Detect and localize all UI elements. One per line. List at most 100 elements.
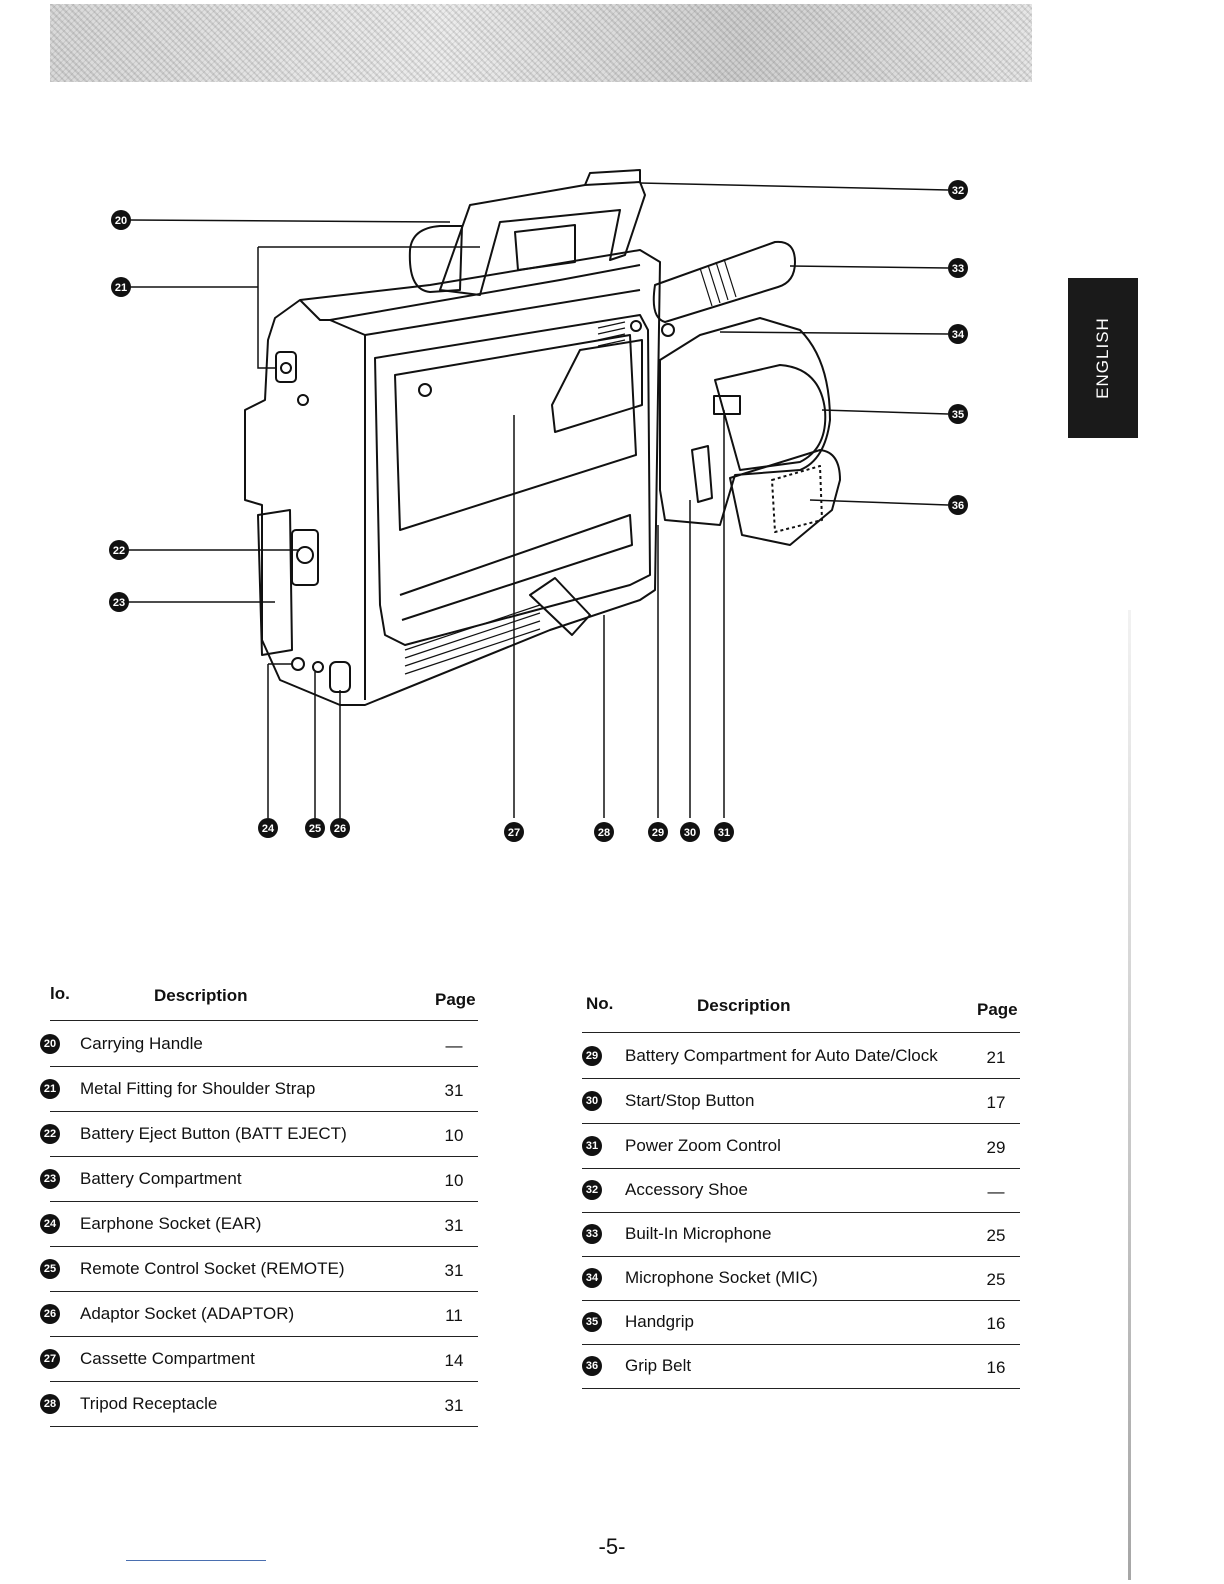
power-zoom-control [713,395,741,415]
row-page: 10 [444,1126,464,1145]
row-page: 16 [986,1358,1006,1377]
svg-text:27: 27 [508,827,520,839]
row-page: — [987,1182,1005,1201]
cassette-compartment [374,314,651,646]
built-in-microphone [652,240,796,323]
row-description: Built-In Microphone [625,1224,772,1243]
callout-26: 26 [330,818,350,838]
table-row: 24 Earphone Socket (EAR) 31 [40,1202,478,1247]
row-description: Start/Stop Button [625,1091,755,1110]
header-rule [582,1032,1020,1033]
callout-34: 34 [948,324,968,344]
row-number-badge: 31 [582,1136,602,1156]
svg-text:20: 20 [115,215,127,227]
row-description: Battery Compartment for Auto Date/Clock [625,1046,938,1065]
row-page: 31 [444,1081,464,1100]
column-header-no: No. [586,994,614,1013]
row-page: 31 [444,1216,464,1235]
svg-text:21: 21 [115,282,127,294]
table-row: 31 Power Zoom Control 29 [582,1124,1020,1169]
remote-socket [312,661,324,673]
callout-28: 28 [594,822,614,842]
table-row: 33 Built-In Microphone 25 [582,1212,1020,1257]
callout-markers: 20 21 22 23 24 25 26 27 28 29 30 31 32 3… [109,180,968,842]
row-page: 17 [986,1093,1006,1112]
table-row: 34 Microphone Socket (MIC) 25 [582,1256,1020,1301]
row-number-badge: 32 [582,1180,602,1200]
row-page: 11 [445,1306,463,1325]
footer-rule [126,1560,266,1561]
row-number-badge: 26 [40,1304,60,1324]
row-description: Remote Control Socket (REMOTE) [80,1259,345,1278]
table-row: 21 Metal Fitting for Shoulder Strap 31 [40,1067,478,1112]
start-stop-button [691,445,713,503]
row-description: Cassette Compartment [80,1349,255,1368]
table-row: 26 Adaptor Socket (ADAPTOR) 11 [40,1292,478,1337]
row-page: 14 [444,1351,464,1370]
callout-20: 20 [111,210,131,230]
callout-24: 24 [258,818,278,838]
battery-eject-button [291,529,319,586]
callout-33: 33 [948,258,968,278]
row-number-badge: 33 [582,1224,602,1244]
svg-text:31: 31 [718,827,730,839]
svg-text:30: 30 [684,827,696,839]
page-number: -5- [598,1534,626,1559]
parts-table-left: lo. Description Page 20 Carrying Handle … [40,980,478,1430]
row-number-badge: 27 [40,1349,60,1369]
lens-housing [659,317,831,526]
tripod-receptacle [529,577,591,636]
row-description: Handgrip [625,1312,694,1331]
adaptor-socket [329,661,351,693]
viewfinder [408,225,463,293]
svg-text:26: 26 [334,823,346,835]
row-number-badge: 25 [40,1259,60,1279]
parts-table-right: No. Description Page 29 Battery Compartm… [582,990,1020,1390]
row-page: 21 [986,1048,1006,1067]
camcorder-diagram: 20 21 22 23 24 25 26 27 28 29 30 31 32 3… [109,169,968,842]
callout-25: 25 [305,818,325,838]
row-number-badge: 36 [582,1356,602,1376]
callout-23: 23 [109,592,129,612]
svg-text:24: 24 [262,823,275,835]
shoulder-strap-fitting [275,351,297,383]
table-row: 35 Handgrip 16 [582,1300,1020,1345]
column-header-description: Description [154,986,248,1005]
header-pattern-band [50,4,1032,82]
callout-32: 32 [948,180,968,200]
column-header-page: Page [977,1000,1018,1019]
table-row: 27 Cassette Compartment 14 [40,1337,478,1382]
svg-text:35: 35 [952,409,964,421]
earphone-socket [291,657,305,671]
row-number-badge: 30 [582,1091,602,1111]
callout-31: 31 [714,822,734,842]
row-page: 29 [986,1138,1006,1157]
camcorder-body [244,249,661,706]
accessory-shoe [584,169,641,186]
row-number-badge: 28 [40,1394,60,1414]
row-description: Accessory Shoe [625,1180,748,1199]
svg-text:34: 34 [952,329,965,341]
row-description: Battery Compartment [80,1169,242,1188]
battery-compartment-panel [257,509,293,656]
callout-21: 21 [111,277,131,297]
row-description: Grip Belt [625,1356,692,1375]
row-description: Power Zoom Control [625,1136,781,1155]
row-number-badge: 34 [582,1268,602,1288]
table-row: 32 Accessory Shoe — [582,1168,1020,1213]
row-number-badge: 23 [40,1169,60,1189]
svg-text:33: 33 [952,263,964,275]
row-page: — [445,1036,463,1055]
callout-29: 29 [648,822,668,842]
row-description: Battery Eject Button (BATT EJECT) [80,1124,347,1143]
row-description: Microphone Socket (MIC) [625,1268,818,1287]
callout-36: 36 [948,495,968,515]
row-number-badge: 22 [40,1124,60,1144]
callout-30: 30 [680,822,700,842]
row-number-badge: 21 [40,1079,60,1099]
row-page: 25 [986,1270,1006,1289]
row-description: Carrying Handle [80,1034,203,1053]
table-row: 29 Battery Compartment for Auto Date/Clo… [582,1034,1020,1079]
row-page: 31 [444,1261,464,1280]
table-row: 20 Carrying Handle — [40,1022,478,1067]
